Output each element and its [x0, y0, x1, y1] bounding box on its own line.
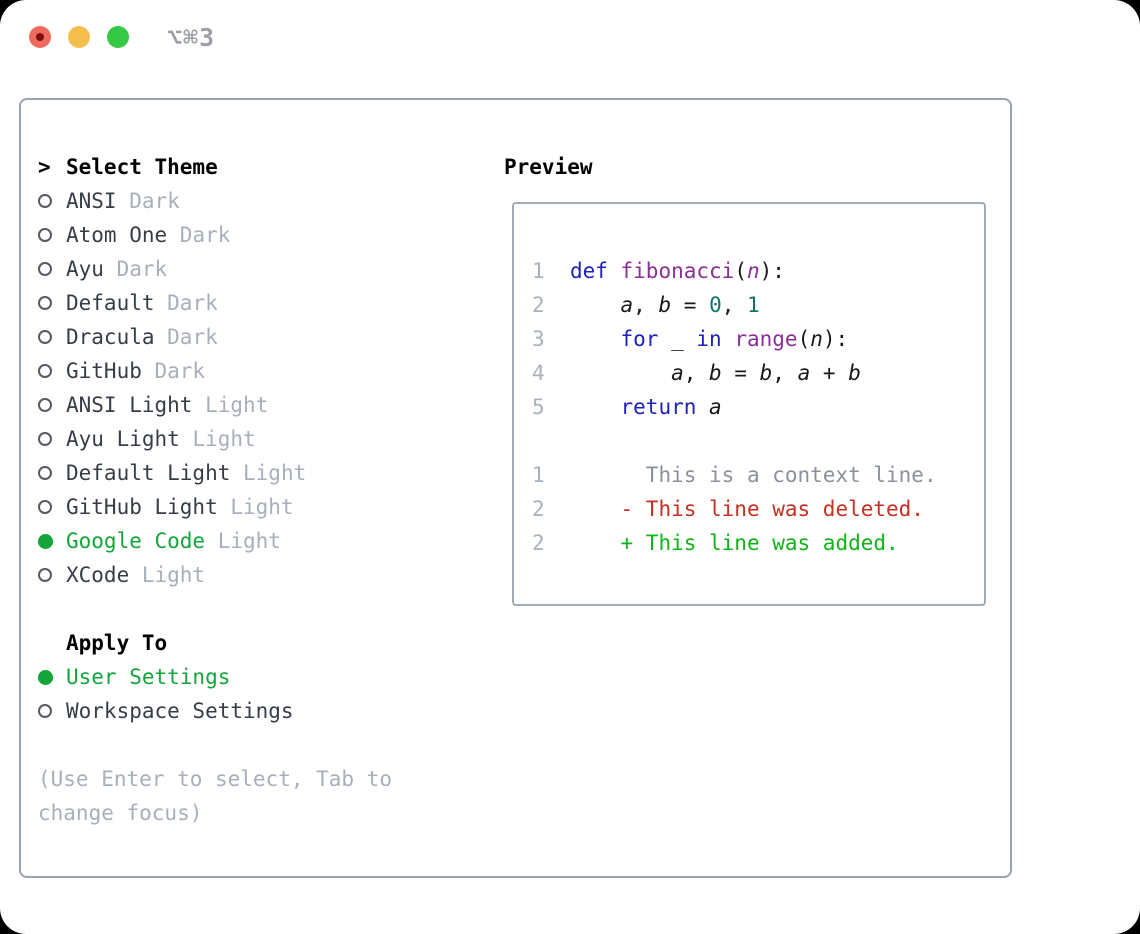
theme-name: Google Code — [66, 529, 206, 553]
theme-option[interactable]: ANSI Light Light — [38, 388, 478, 422]
zoom-button[interactable] — [107, 26, 129, 48]
radio-icon — [38, 262, 52, 276]
apply-to-title: Apply To — [66, 631, 168, 655]
theme-option[interactable]: ANSI Dark — [38, 184, 478, 218]
unsaved-dot-icon — [36, 33, 44, 41]
radio-icon — [38, 500, 52, 514]
theme-variant: Dark — [154, 325, 218, 349]
apply-option[interactable]: Workspace Settings — [38, 694, 478, 728]
close-button[interactable] — [29, 26, 51, 48]
theme-variant: Dark — [141, 359, 206, 383]
keyboard-hint: (Use Enter to select, Tab to change focu… — [38, 767, 393, 825]
theme-option[interactable]: GitHub Dark — [38, 354, 478, 388]
theme-name: XCode — [66, 563, 130, 587]
theme-name: GitHub Light — [66, 495, 218, 519]
spacer — [38, 728, 478, 762]
apply-to-header: Apply To — [38, 626, 478, 660]
theme-option[interactable]: GitHub Light Light — [38, 490, 478, 524]
radio-icon — [38, 364, 52, 378]
code-line — [532, 424, 937, 458]
code-line: 5 return a — [532, 395, 722, 419]
radio-icon — [38, 296, 52, 310]
theme-option[interactable]: Atom One Dark — [38, 218, 478, 252]
theme-name: Ayu Light — [66, 427, 180, 451]
code-line: 1 This is a context line. — [532, 463, 937, 487]
theme-name: ANSI — [66, 189, 117, 213]
theme-variant: Dark — [154, 291, 218, 315]
theme-variant: Light — [205, 529, 281, 553]
preview-code: 1 def fibonacci(n): 2 a, b = 0, 1 3 for _ … — [532, 254, 937, 560]
theme-variant: Dark — [116, 189, 180, 213]
theme-name: GitHub — [66, 359, 142, 383]
theme-variant: Dark — [103, 257, 168, 281]
radio-icon — [38, 466, 52, 480]
theme-variant: Light — [192, 393, 269, 417]
theme-option[interactable]: Default Dark — [38, 286, 478, 320]
spacer — [38, 592, 478, 626]
radio-selected-icon — [38, 533, 53, 549]
theme-option[interactable]: XCode Light — [38, 558, 478, 592]
apply-option-label: User Settings — [66, 665, 231, 689]
code-line: 2 a, b = 0, 1 — [532, 293, 760, 317]
radio-icon — [38, 194, 52, 208]
theme-name: Atom One — [66, 223, 168, 247]
theme-variant: Light — [179, 427, 256, 451]
title-bar: ⌥⌘3 — [0, 0, 1140, 74]
select-theme-title: Select Theme — [66, 155, 218, 179]
radio-icon — [38, 398, 52, 412]
select-theme-header: > Select Theme — [38, 150, 478, 184]
theme-variant: Dark — [167, 223, 231, 247]
theme-name: Ayu — [66, 257, 104, 281]
theme-option[interactable]: Ayu Dark — [38, 252, 478, 286]
radio-selected-icon — [38, 669, 53, 685]
prompt-icon: > — [38, 155, 51, 179]
preview-box: 1 def fibonacci(n): 2 a, b = 0, 1 3 for _ … — [512, 202, 986, 606]
code-line: 1 def fibonacci(n): — [532, 259, 785, 283]
code-line: 2 - This line was deleted. — [532, 497, 924, 521]
theme-name: Default — [66, 291, 155, 315]
apply-option[interactable]: User Settings — [38, 660, 478, 694]
radio-icon — [38, 704, 52, 718]
theme-option[interactable]: Dracula Dark — [38, 320, 478, 354]
theme-name: Dracula — [66, 325, 155, 349]
radio-icon — [38, 432, 52, 446]
minimize-button[interactable] — [68, 26, 90, 48]
code-line: 4 a, b = b, a + b — [532, 361, 861, 385]
radio-icon — [38, 568, 52, 582]
theme-option[interactable]: Ayu Light Light — [38, 422, 478, 456]
theme-variant: Light — [230, 461, 307, 485]
preview-title: Preview — [504, 155, 593, 179]
radio-icon — [38, 330, 52, 344]
apply-option-label: Workspace Settings — [66, 699, 294, 723]
theme-variant: Light — [129, 563, 206, 587]
theme-variant: Light — [217, 495, 294, 519]
code-line: 3 for _ in range(n): — [532, 327, 849, 351]
window-title: ⌥⌘3 — [167, 23, 216, 52]
code-line: 2 + This line was added. — [532, 531, 899, 555]
theme-option[interactable]: Default Light Light — [38, 456, 478, 490]
radio-icon — [38, 228, 52, 242]
theme-name: ANSI Light — [66, 393, 193, 417]
theme-option[interactable]: Google Code Light — [38, 524, 478, 558]
theme-name: Default Light — [66, 461, 231, 485]
